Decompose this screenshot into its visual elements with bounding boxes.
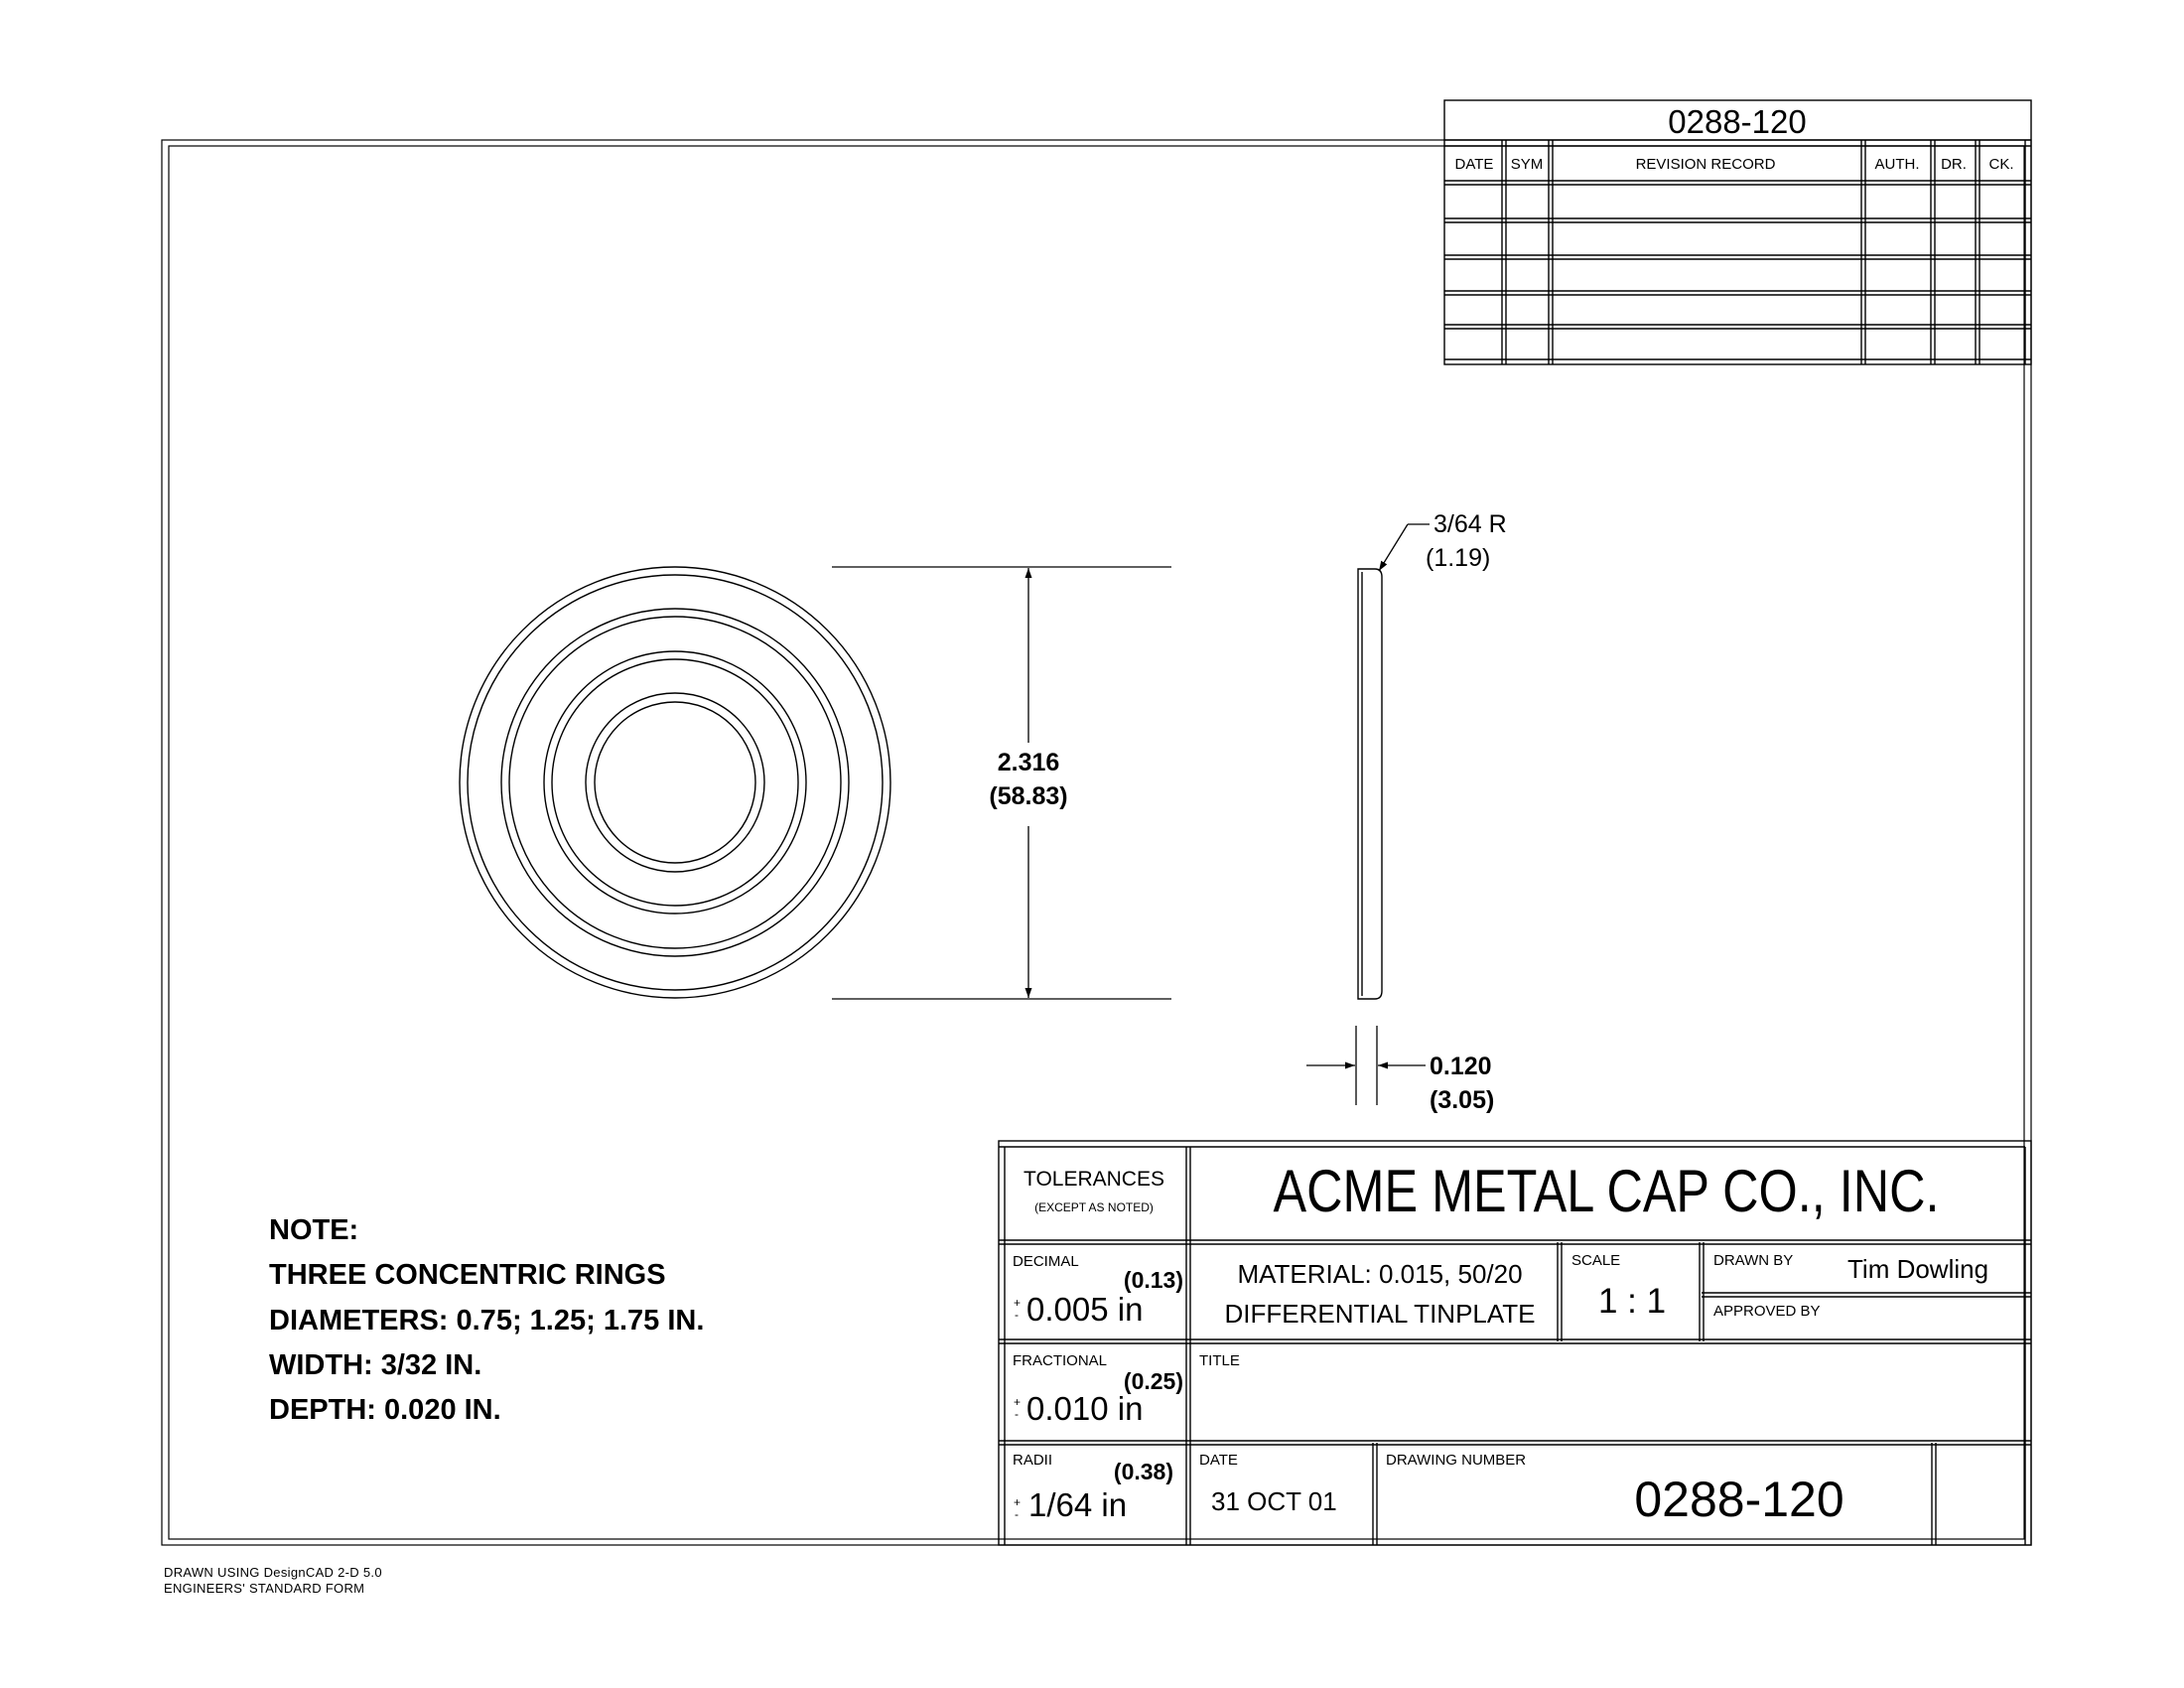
note-line: WIDTH: 3/32 IN.: [269, 1349, 481, 1381]
revision-header-dr: DR.: [1941, 156, 1967, 173]
scale-value: 1 : 1: [1598, 1282, 1666, 1321]
plus-sign: +: [1014, 1495, 1021, 1509]
minus-sign: -: [1015, 1507, 1019, 1521]
tolerances-subtitle: (EXCEPT AS NOTED): [1034, 1200, 1154, 1214]
thickness-dimension: 0.120 (3.05): [1306, 1026, 1494, 1114]
material-line-2: DIFFERENTIAL TINPLATE: [1224, 1299, 1535, 1329]
footer-line: DRAWN USING DesignCAD 2-D 5.0: [164, 1565, 382, 1580]
date-label: DATE: [1199, 1452, 1238, 1469]
revision-header-date: DATE: [1455, 156, 1494, 173]
plus-sign: +: [1014, 1395, 1021, 1409]
radius-value: 3/64 R: [1433, 510, 1507, 538]
minus-sign: -: [1015, 1308, 1019, 1322]
notes: NOTE: THREE CONCENTRIC RINGS DIAMETERS: …: [269, 1214, 704, 1426]
diameter-value: 2.316: [998, 749, 1060, 776]
footer-line: ENGINEERS' STANDARD FORM: [164, 1581, 365, 1596]
approved-by-label: APPROVED BY: [1713, 1303, 1821, 1320]
revision-header-record: REVISION RECORD: [1636, 156, 1776, 173]
revision-header-sym: SYM: [1511, 156, 1544, 173]
revision-header-ck: CK.: [1988, 156, 2013, 173]
material-line-1: MATERIAL: 0.015, 50/20: [1237, 1259, 1522, 1289]
fractional-label: FRACTIONAL: [1013, 1352, 1107, 1369]
scale-label: SCALE: [1571, 1252, 1620, 1269]
diameter-dimension: 2.316 (58.83): [832, 566, 1171, 1000]
revision-header-auth: AUTH.: [1875, 156, 1920, 173]
drawn-by-label: DRAWN BY: [1713, 1252, 1793, 1269]
revision-block: 0288-120 DATE SYM REVISION RECORD AUTH. …: [1443, 99, 2032, 365]
radii-value: 1/64 in: [1028, 1486, 1127, 1523]
radii-label: RADII: [1013, 1452, 1052, 1469]
title-label: TITLE: [1199, 1352, 1240, 1369]
note-heading: NOTE:: [269, 1214, 358, 1246]
fractional-metric: (0.25): [1124, 1368, 1183, 1394]
plus-sign: +: [1014, 1296, 1021, 1310]
thickness-metric: (3.05): [1430, 1086, 1494, 1114]
radius-callout: 3/64 R (1.19): [1378, 510, 1507, 572]
thickness-value: 0.120: [1430, 1053, 1492, 1080]
date-value: 31 OCT 01: [1211, 1486, 1337, 1516]
cap-front-view: [459, 566, 891, 999]
note-line: DEPTH: 0.020 IN.: [269, 1394, 501, 1426]
decimal-metric: (0.13): [1124, 1267, 1183, 1293]
decimal-value: 0.005 in: [1026, 1291, 1143, 1328]
drawing-number-label: DRAWING NUMBER: [1386, 1452, 1526, 1469]
diameter-metric: (58.83): [989, 782, 1067, 810]
radius-metric: (1.19): [1426, 544, 1490, 572]
tolerances-label: TOLERANCES: [1024, 1168, 1164, 1191]
drawing-number: 0288-120: [1634, 1472, 1843, 1527]
revision-drawing-number: 0288-120: [1668, 103, 1806, 140]
software-footer: DRAWN USING DesignCAD 2-D 5.0 ENGINEERS'…: [164, 1565, 382, 1597]
fractional-value: 0.010 in: [1026, 1390, 1143, 1427]
minus-sign: -: [1015, 1407, 1019, 1421]
decimal-label: DECIMAL: [1013, 1253, 1079, 1270]
note-line: THREE CONCENTRIC RINGS: [269, 1259, 666, 1291]
note-line: DIAMETERS: 0.75; 1.25; 1.75 IN.: [269, 1305, 704, 1336]
drawn-by-name: Tim Dowling: [1847, 1254, 1988, 1284]
company-name: ACME METAL CAP CO., INC.: [1274, 1158, 1940, 1224]
cap-side-view: [1357, 568, 1383, 1000]
radii-metric: (0.38): [1114, 1459, 1173, 1484]
title-block: TOLERANCES (EXCEPT AS NOTED) ACME METAL …: [998, 1140, 2032, 1546]
